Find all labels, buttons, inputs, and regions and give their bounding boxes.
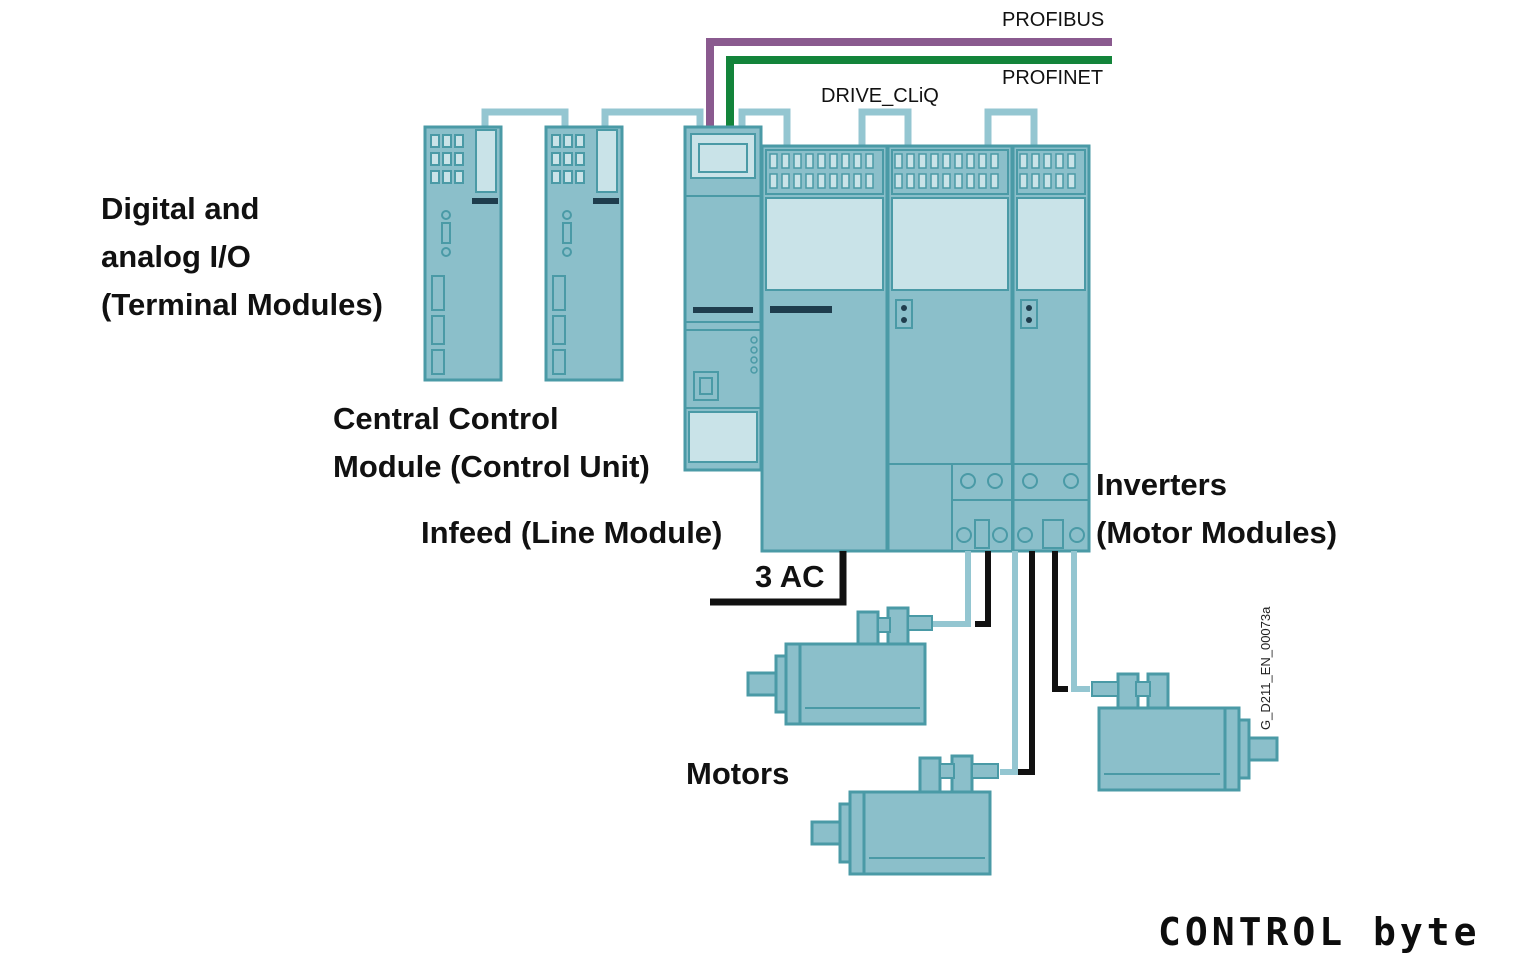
terminal-slot (978, 153, 987, 169)
terminal-strips (769, 153, 1076, 189)
terminal-slot (930, 153, 939, 169)
terminal-slot (829, 153, 838, 169)
terminal-slot (805, 173, 814, 189)
terminal-module-2 (544, 125, 624, 382)
terminal-slot (1067, 153, 1076, 169)
terminal-slot (841, 173, 850, 189)
motors-label: Motors (686, 756, 790, 791)
terminal-slot (906, 173, 915, 189)
io-label-line2: analog I/O (101, 239, 251, 274)
io-label-line3: (Terminal Modules) (101, 287, 383, 322)
terminal-slot (829, 173, 838, 189)
terminal-slot (853, 153, 862, 169)
terminal-slot (918, 153, 927, 169)
terminal-slot (990, 173, 999, 189)
control-unit-label-line2: Module (Control Unit) (333, 449, 650, 484)
terminal-slot (954, 173, 963, 189)
terminal-slot (894, 173, 903, 189)
terminal-slot (942, 173, 951, 189)
motor-module-2 (1011, 144, 1091, 553)
terminal-slot (769, 173, 778, 189)
motor-cables (932, 551, 1090, 775)
inverters-label-line2: (Motor Modules) (1096, 515, 1338, 550)
terminal-slot (793, 173, 802, 189)
terminal-slot (1031, 153, 1040, 169)
terminal-slot (1067, 173, 1076, 189)
drivecliq-cables (481, 108, 1038, 146)
terminal-slot (865, 173, 874, 189)
motor-3 (1091, 672, 1279, 792)
drivecliq-label: DRIVE_CLiQ (821, 85, 939, 107)
profibus-label: PROFIBUS (1002, 9, 1105, 31)
terminal-slot (793, 153, 802, 169)
terminal-slot (1019, 153, 1028, 169)
controlbyte-logo: CONTROL byte (1158, 910, 1481, 954)
io-label-line1: Digital and (101, 191, 260, 226)
ac-supply-cable (710, 551, 847, 606)
document-code: G_D211_EN_00073a (1258, 606, 1273, 730)
control-unit (683, 125, 763, 472)
terminal-slot (865, 153, 874, 169)
terminal-slot (894, 153, 903, 169)
line-module (760, 144, 889, 553)
terminal-slot (817, 153, 826, 169)
terminal-slot (769, 153, 778, 169)
terminal-slot (942, 153, 951, 169)
terminal-slot (966, 173, 975, 189)
profinet-label: PROFINET (1002, 67, 1104, 89)
ac-supply-label: 3 AC (755, 559, 825, 594)
motor-1 (746, 606, 933, 726)
inverters-label-line1: Inverters (1096, 467, 1227, 502)
terminal-slot (978, 173, 987, 189)
motor-module-1 (886, 144, 1014, 553)
terminal-slot (1019, 173, 1028, 189)
terminal-slot (805, 153, 814, 169)
infeed-label: Infeed (Line Module) (421, 515, 723, 550)
terminal-slot (906, 153, 915, 169)
terminal-slot (841, 153, 850, 169)
terminal-slot (966, 153, 975, 169)
terminal-slot (930, 173, 939, 189)
motor-2 (810, 754, 999, 876)
terminal-slot (954, 153, 963, 169)
terminal-module-1 (423, 125, 503, 382)
terminal-slot (1043, 153, 1052, 169)
terminal-slot (1055, 173, 1064, 189)
terminal-slot (990, 153, 999, 169)
terminal-slot (781, 173, 790, 189)
terminal-slot (1031, 173, 1040, 189)
control-unit-label-line1: Central Control (333, 401, 559, 436)
terminal-slot (781, 153, 790, 169)
terminal-slot (853, 173, 862, 189)
terminal-slot (817, 173, 826, 189)
terminal-slot (1055, 153, 1064, 169)
profinet-cable (726, 56, 1112, 128)
terminal-slot (918, 173, 927, 189)
profibus-cable (706, 38, 1112, 128)
terminal-slot (1043, 173, 1052, 189)
